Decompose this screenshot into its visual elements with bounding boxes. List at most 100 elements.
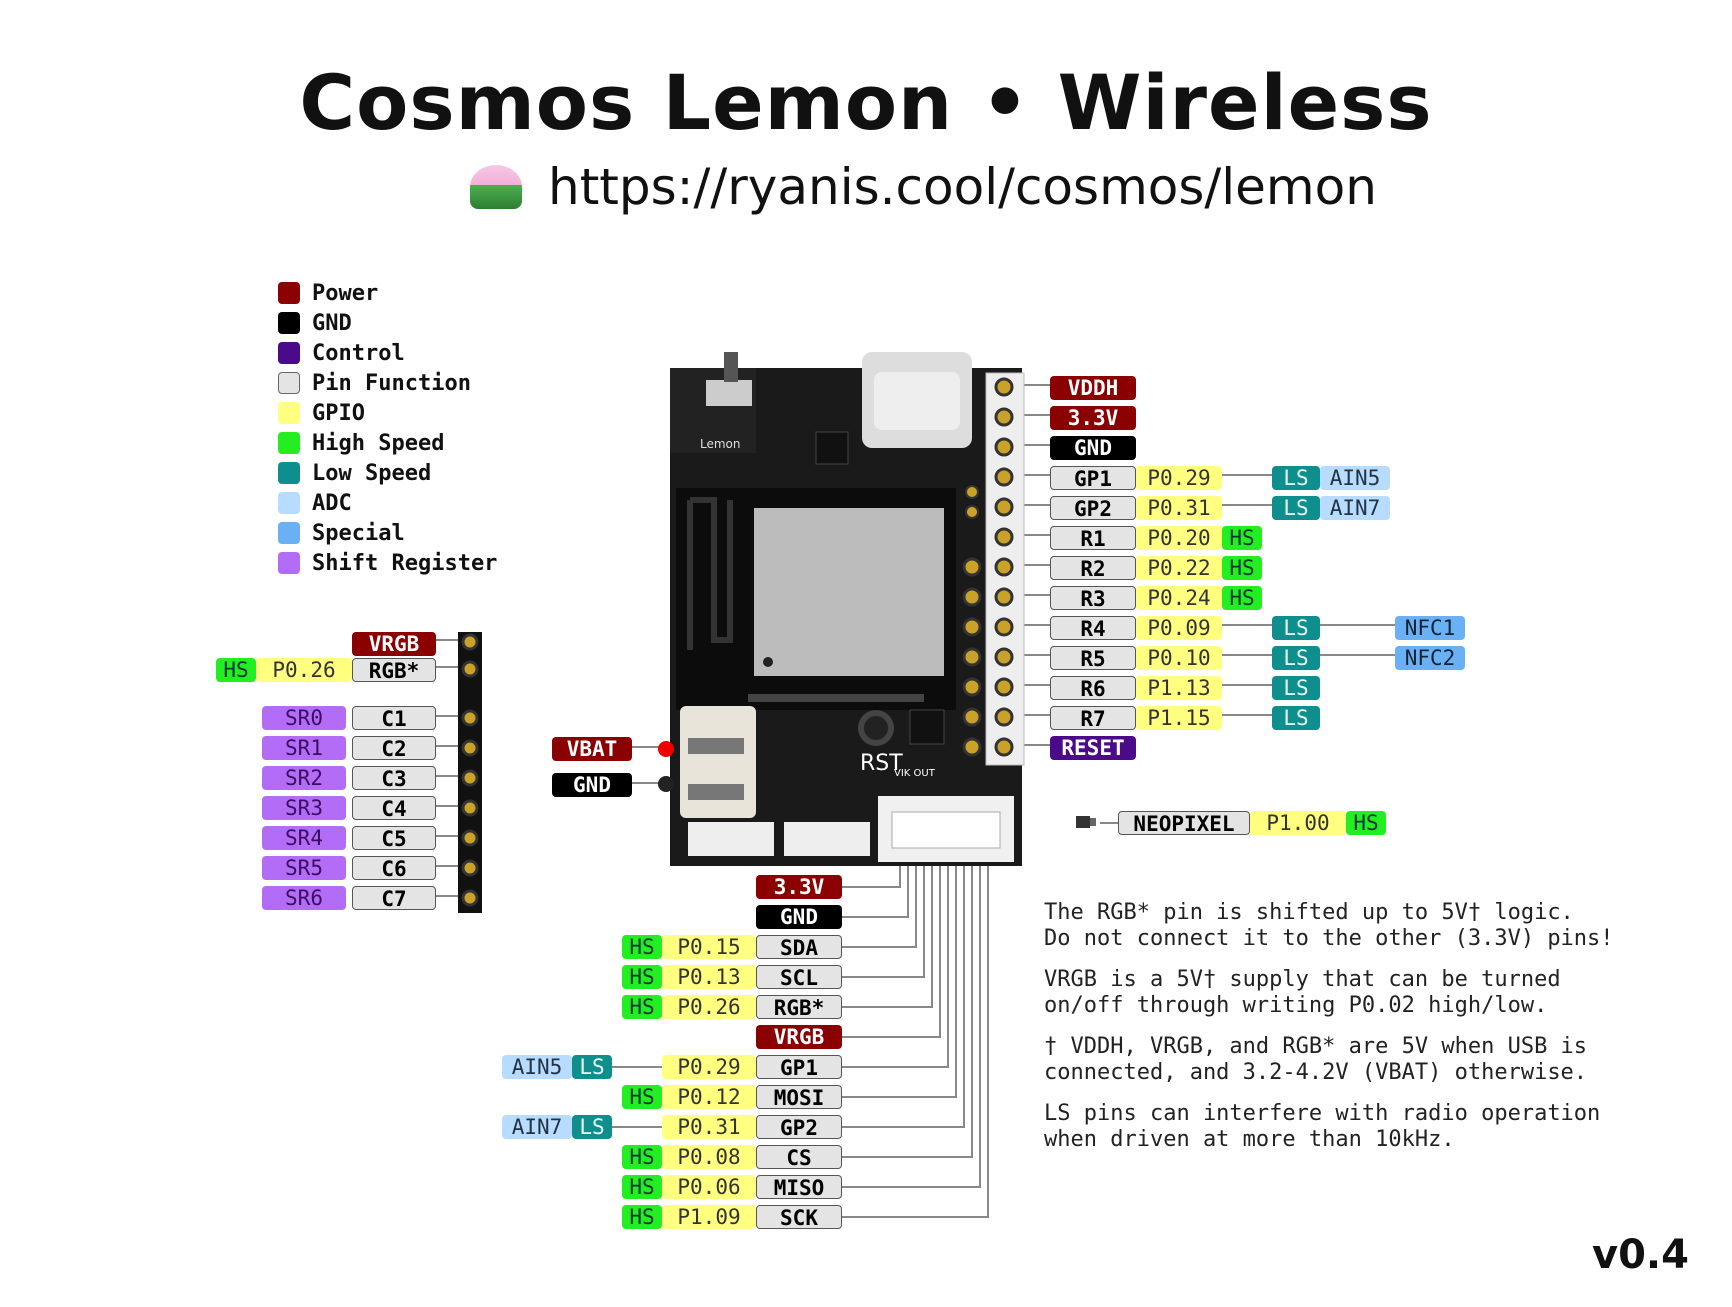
legend-swatch <box>278 342 300 364</box>
vik-pin-rgb*-label: RGB* <box>756 995 842 1020</box>
speed-badge: HS <box>1222 556 1262 580</box>
column-pin-label: C7 <box>352 886 436 911</box>
right-pin-r2-label: R2 <box>1050 556 1136 581</box>
legend-item: Low Speed <box>278 458 497 488</box>
vbat-pad <box>658 741 674 757</box>
shift-register-label: SR4 <box>262 826 346 850</box>
legend-label: Power <box>312 280 379 306</box>
legend-item: ADC <box>278 488 497 518</box>
speed-badge: HS <box>622 1145 662 1169</box>
vik-pin-gnd-label: GND <box>756 905 842 929</box>
right-pin-gpio-label: P0.29 <box>1136 466 1222 490</box>
speed-badge: LS <box>1272 616 1320 640</box>
url-text: https://ryanis.cool/cosmos/lemon <box>548 158 1377 216</box>
legend-swatch <box>278 372 300 394</box>
vik-pin-gpio-label: P0.06 <box>662 1175 756 1199</box>
vik-pin-gpio-label: P0.31 <box>662 1115 756 1139</box>
vik-pin-scl-label: SCL <box>756 965 842 990</box>
right-pin-vddh-label: VDDH <box>1050 376 1136 400</box>
column-pin-label: C4 <box>352 796 436 821</box>
power-switch <box>706 380 752 406</box>
shift-register-label: SR5 <box>262 856 346 880</box>
legend-swatch <box>278 432 300 454</box>
neopixel-icon <box>1076 816 1096 828</box>
speed-badge: HS <box>1222 586 1262 610</box>
vik-pin-sda-label: SDA <box>756 935 842 960</box>
legend-label: GND <box>312 310 352 336</box>
vik-pin-gpio-label: P0.13 <box>662 965 756 989</box>
neopixel-gpio-label: P1.00 <box>1250 811 1346 835</box>
shift-register-label: SR1 <box>262 736 346 760</box>
legend-label: High Speed <box>312 430 445 456</box>
battery-gnd-label: GND <box>552 773 632 797</box>
vik-pin-gp2-label: GP2 <box>756 1115 842 1140</box>
fpc-connector-2 <box>784 822 870 856</box>
legend-item: GND <box>278 308 497 338</box>
right-pin-gp2-label: GP2 <box>1050 496 1136 521</box>
speed-badge: LS <box>572 1115 612 1139</box>
right-pin-gpio-label: P0.22 <box>1136 556 1222 580</box>
legend-label: Pin Function <box>312 370 471 396</box>
speed-badge: LS <box>1272 466 1320 490</box>
legend-swatch <box>278 552 300 574</box>
nfc-label: NFC2 <box>1395 646 1465 670</box>
legend-item: Pin Function <box>278 368 497 398</box>
adc-label: AIN5 <box>1320 466 1390 490</box>
vik-pin-gpio-label: P0.15 <box>662 935 756 959</box>
right-pin-r1-label: R1 <box>1050 526 1136 551</box>
speed-badge: HS <box>622 1085 662 1109</box>
right-pin-gnd-label: GND <box>1050 436 1136 460</box>
right-pin-gpio-label: P0.24 <box>1136 586 1222 610</box>
speed-badge: LS <box>572 1055 612 1079</box>
shift-register-label: SR0 <box>262 706 346 730</box>
right-pin-gpio-label: P0.10 <box>1136 646 1222 670</box>
right-pin-gpio-label: P0.09 <box>1136 616 1222 640</box>
project-url[interactable]: https://ryanis.cool/cosmos/lemon <box>470 158 1377 216</box>
adc-label: AIN7 <box>502 1115 572 1139</box>
vik-pin-gpio-label: P0.08 <box>662 1145 756 1169</box>
legend-label: Special <box>312 520 405 546</box>
shift-register-label: SR2 <box>262 766 346 790</box>
vik-pin-cs-label: CS <box>756 1145 842 1170</box>
legend-label: Shift Register <box>312 550 498 576</box>
vik-pin-gpio-label: P1.09 <box>662 1205 756 1229</box>
speed-badge: HS <box>622 1205 662 1229</box>
speed-badge: LS <box>1272 706 1320 730</box>
legend-label: ADC <box>312 490 352 516</box>
note-vddh: † VDDH, VRGB, and RGB* are 5V when USB i… <box>1044 1034 1588 1085</box>
version-label: v0.4 <box>1592 1232 1689 1278</box>
right-pin-gpio-label: P1.13 <box>1136 676 1222 700</box>
right-pin-gpio-label: P0.31 <box>1136 496 1222 520</box>
speed-badge: HS <box>622 995 662 1019</box>
speed-badge: HS <box>622 935 662 959</box>
legend-swatch <box>278 462 300 484</box>
speed-badge: LS <box>1272 496 1320 520</box>
legend-swatch <box>278 282 300 304</box>
vik-silk: VIK OUT <box>894 768 936 779</box>
vik-pin-gp1-label: GP1 <box>756 1055 842 1080</box>
right-pin-r3-label: R3 <box>1050 586 1136 611</box>
vik-pin-sck-label: SCK <box>756 1205 842 1230</box>
speed-badge: HS <box>216 658 256 682</box>
right-pin-r5-label: R5 <box>1050 646 1136 671</box>
right-header <box>962 372 1025 766</box>
left-pin-vrgb-label: VRGB <box>352 632 436 656</box>
legend-swatch <box>278 522 300 544</box>
vik-pin-gpio-label: P0.26 <box>662 995 756 1019</box>
left-header <box>458 632 482 913</box>
speed-badge: HS <box>1346 811 1386 835</box>
page-title: Cosmos Lemon • Wireless <box>299 58 1433 147</box>
legend-label: Low Speed <box>312 460 432 486</box>
vik-pin-3.3v-label: 3.3V <box>756 875 842 899</box>
legend-item: Special <box>278 518 497 548</box>
legend-item: Control <box>278 338 497 368</box>
legend-swatch <box>278 402 300 424</box>
left-pin-rgb-gpio-label: P0.26 <box>256 658 352 682</box>
legend-item: Power <box>278 278 497 308</box>
legend-label: GPIO <box>312 400 365 426</box>
right-pin-r7-label: R7 <box>1050 706 1136 731</box>
cosmos-logo-icon <box>470 165 522 209</box>
speed-badge: LS <box>1272 676 1320 700</box>
speed-badge: HS <box>622 1175 662 1199</box>
neopixel-label: NEOPIXEL <box>1118 811 1250 836</box>
